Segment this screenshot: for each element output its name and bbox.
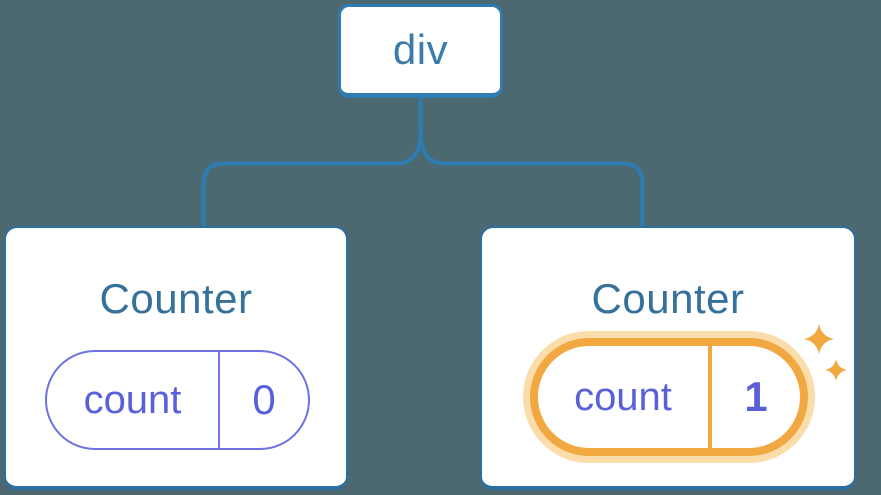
sparkle-large xyxy=(804,324,834,354)
counter-component-card: Counter count 0 xyxy=(4,226,348,490)
sparkles-icon xyxy=(804,324,847,381)
state-key-label: count xyxy=(538,346,712,448)
counter-component-card-highlighted: Counter count 1 xyxy=(480,226,856,490)
component-title: Counter xyxy=(99,275,253,322)
root-node-label: div xyxy=(392,26,449,73)
state-pill-highlighted: count 1 xyxy=(530,338,808,456)
root-node-div: div xyxy=(338,4,503,98)
state-key-label: count xyxy=(47,352,220,448)
state-value: 0 xyxy=(252,376,276,423)
sparkle-small xyxy=(825,359,847,381)
state-value: 1 xyxy=(744,373,768,420)
state-pill: count 0 xyxy=(45,350,310,450)
connector-right-branch xyxy=(418,98,645,227)
component-title: Counter xyxy=(591,275,745,322)
connector-left-branch xyxy=(201,98,423,227)
